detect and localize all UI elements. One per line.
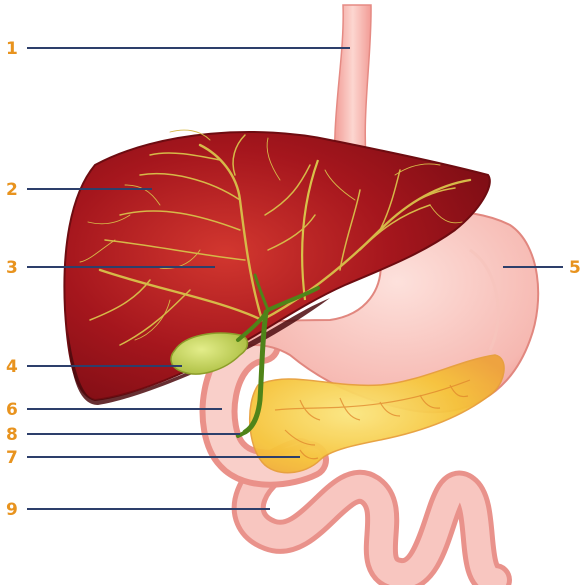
label-1: 1 (6, 39, 18, 59)
label-5: 5 (569, 258, 581, 278)
label-2: 2 (6, 180, 18, 200)
label-3: 3 (6, 258, 18, 278)
label-4: 4 (6, 357, 18, 377)
label-8: 8 (6, 425, 18, 445)
label-6: 6 (6, 400, 18, 420)
label-7: 7 (6, 448, 18, 468)
label-9: 9 (6, 500, 18, 520)
